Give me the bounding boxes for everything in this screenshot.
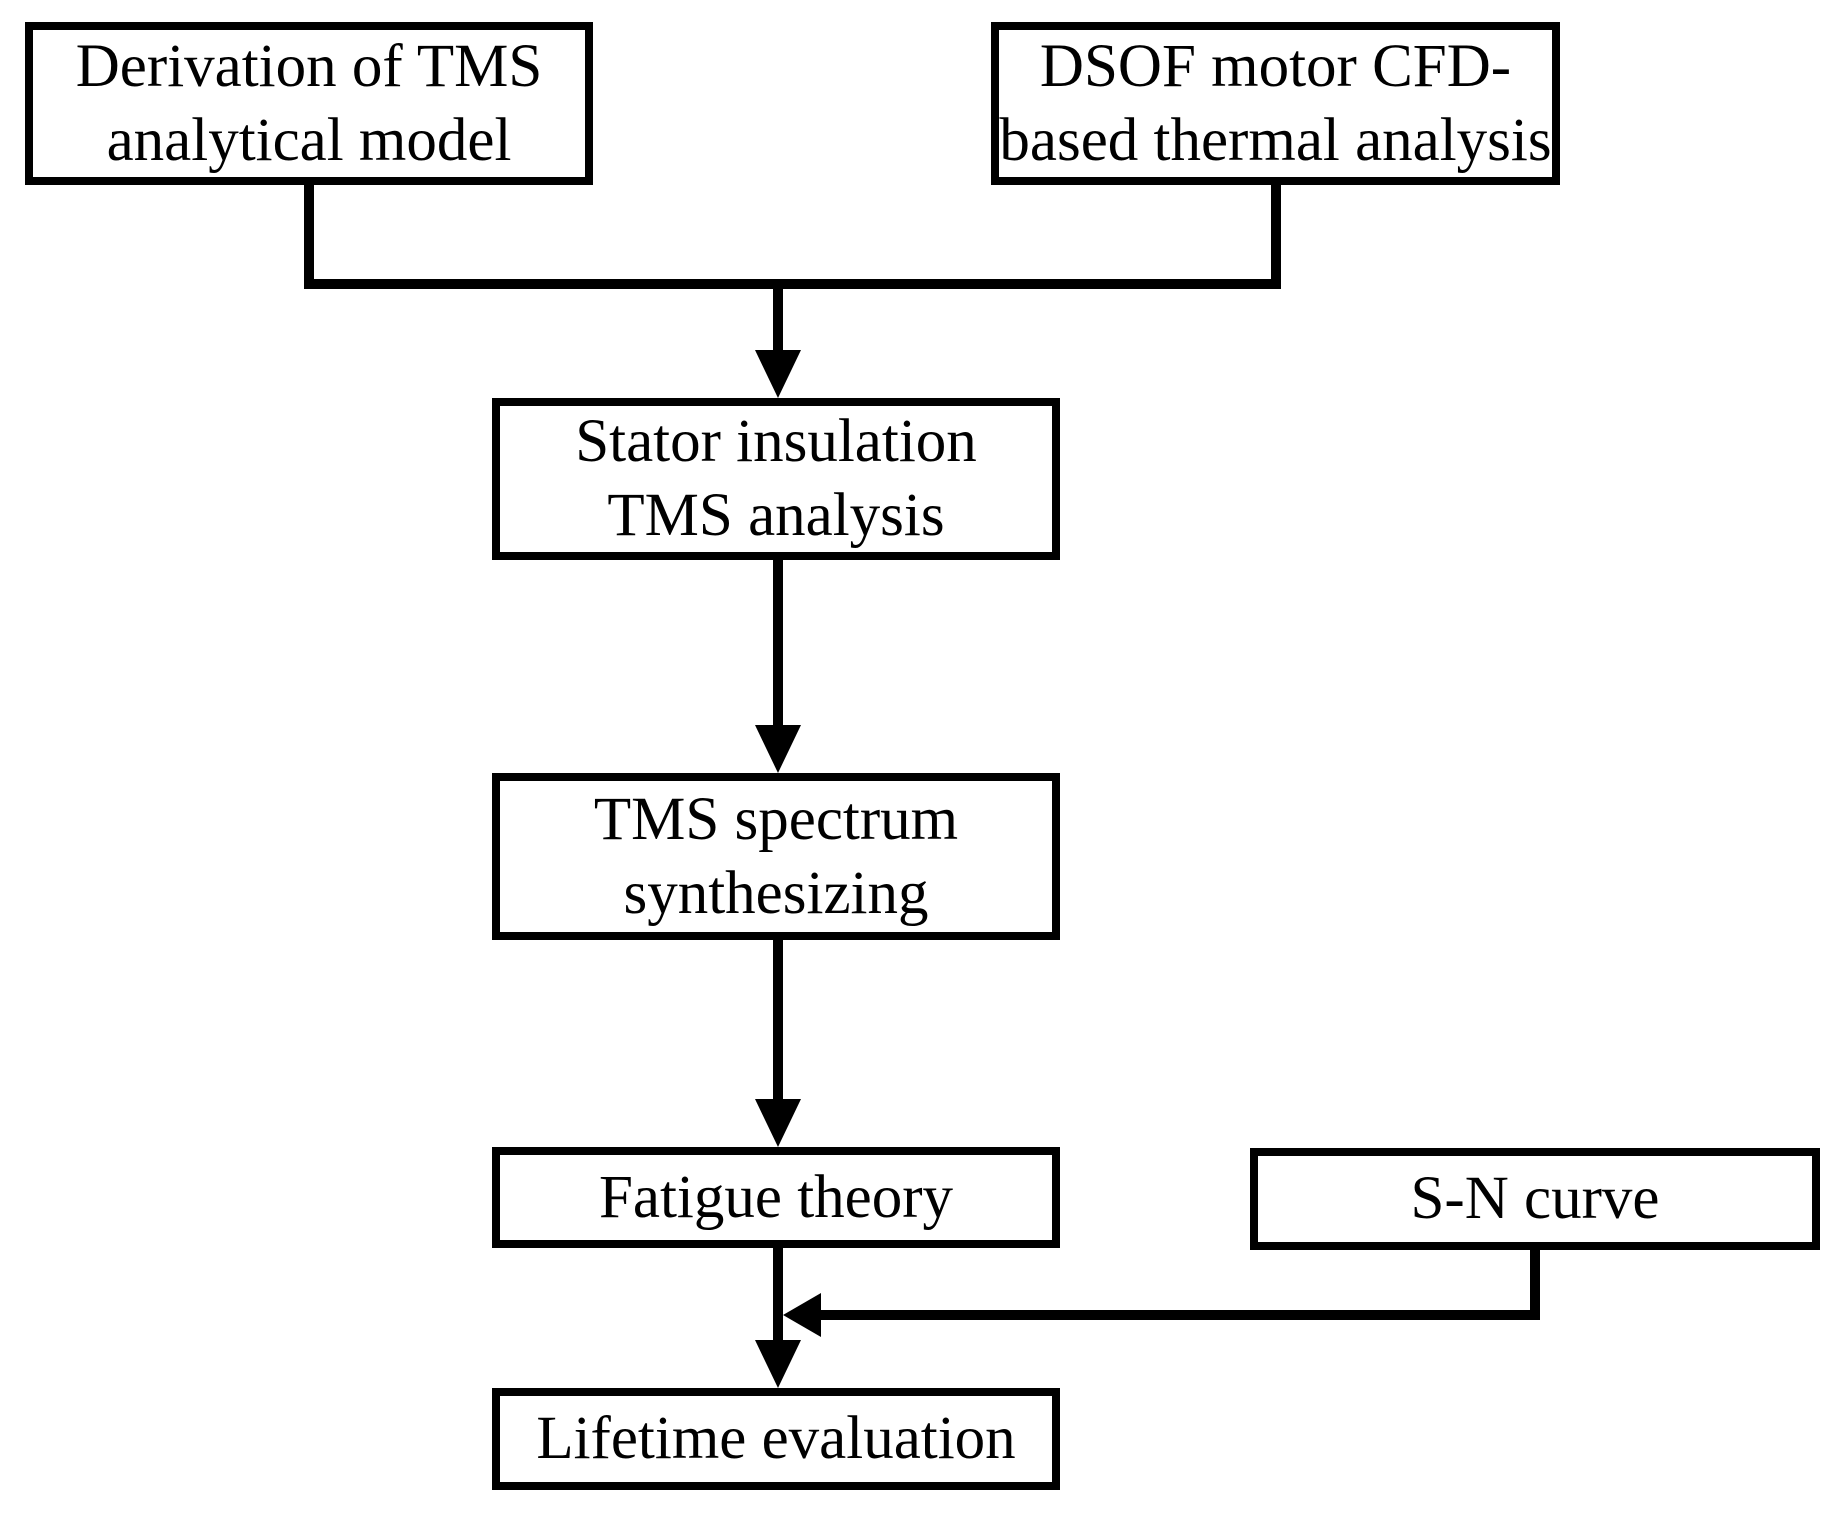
arrow-spectrum-to-fatigue-head (755, 1099, 801, 1147)
box-stator-insulation-tms-analysis: Stator insulation TMS analysis (492, 398, 1060, 560)
box-dsof-line2: based thermal analysis (999, 106, 1552, 174)
box-lifetime-label: Lifetime evaluation (536, 1405, 1016, 1472)
box-sn-curve: S-N curve (1250, 1148, 1820, 1250)
box-stator-line1: Stator insulation (575, 408, 977, 475)
connector-sn-curve-shaft (819, 1250, 1540, 1320)
connector-merge-bar (304, 185, 1281, 289)
box-spectrum-line1: TMS spectrum (593, 785, 959, 853)
arrow-stator-to-spectrum-head (755, 725, 801, 773)
arrow-fatigue-to-lifetime-head (755, 1340, 801, 1388)
box-tms-spectrum-synthesizing: TMS spectrum synthesizing (492, 773, 1060, 940)
box-derivation-line2: analytical model (106, 106, 512, 174)
box-fatigue-label: Fatigue theory (598, 1163, 954, 1231)
box-stator-line2: TMS analysis (607, 482, 945, 549)
box-sn-curve-label: S-N curve (1410, 1165, 1660, 1232)
box-fatigue-theory: Fatigue theory (492, 1147, 1060, 1248)
box-derivation-line1: Derivation of TMS (75, 32, 543, 100)
box-lifetime-evaluation: Lifetime evaluation (492, 1388, 1060, 1490)
box-dsof-line1: DSOF motor CFD- (1039, 32, 1512, 100)
box-dsof-cfd-thermal-analysis: DSOF motor CFD- based thermal analysis (991, 22, 1560, 185)
box-spectrum-line2: synthesizing (623, 859, 929, 927)
arrow-merge-to-stator-head (755, 350, 801, 398)
box-derivation-tms-model: Derivation of TMS analytical model (25, 22, 593, 185)
arrow-sn-curve-head (783, 1293, 821, 1337)
